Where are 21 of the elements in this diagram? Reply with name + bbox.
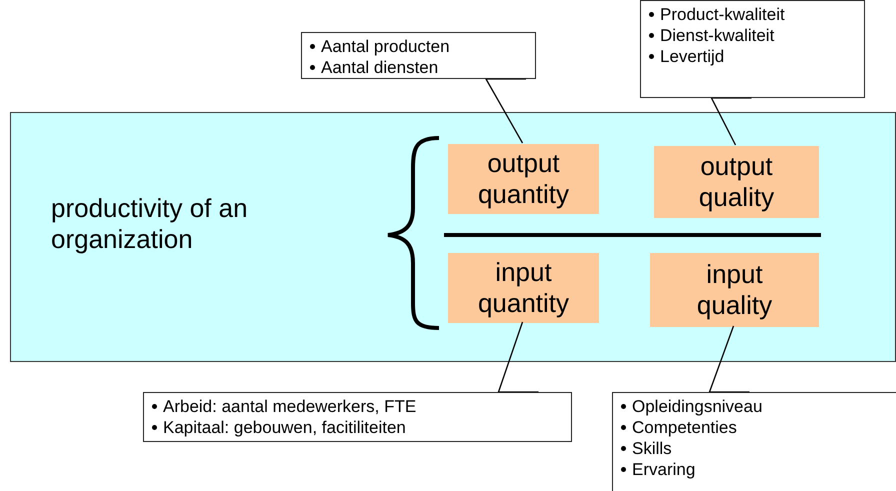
bullet-text: Levertijd xyxy=(660,47,724,66)
bullet-text: Dienst-kwaliteit xyxy=(660,26,774,45)
callout-box xyxy=(301,32,536,79)
bullet-text: Skills xyxy=(632,439,672,458)
bullet-text: Aantal producten xyxy=(321,37,450,56)
factor-box: input quality xyxy=(650,253,819,327)
callout-box xyxy=(143,392,572,442)
callout-box xyxy=(640,0,865,98)
bullet-text: Arbeid: aantal medewerkers, FTE xyxy=(163,397,416,416)
callout-box xyxy=(612,392,896,491)
bullet-text: Opleidingsniveau xyxy=(632,397,762,416)
bullet-text: Product-kwaliteit xyxy=(660,5,785,24)
factor-box: output quality xyxy=(654,146,819,218)
bullet-text: Ervaring xyxy=(632,460,696,479)
factor-box: input quantity xyxy=(448,253,599,323)
background-panel xyxy=(10,112,896,362)
bullet-text: Competenties xyxy=(632,418,737,437)
bullet-text: Aantal diensten xyxy=(321,58,438,77)
factor-box: output quantity xyxy=(448,144,599,214)
bullet-text: Kapitaal: gebouwen, facitiliteiten xyxy=(163,418,406,437)
heading-text: productivity of an organization xyxy=(51,193,249,255)
